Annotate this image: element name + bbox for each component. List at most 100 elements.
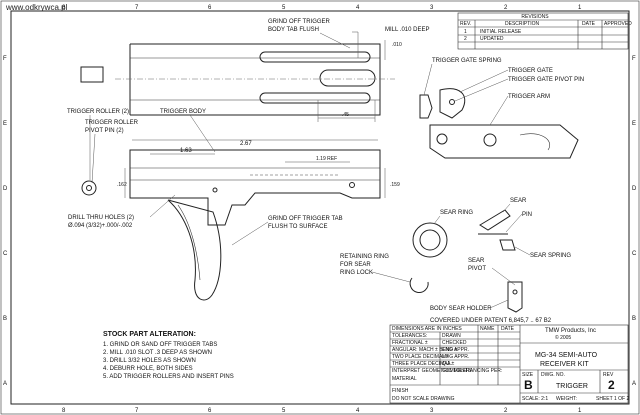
tb-col-name: NAME — [480, 326, 495, 332]
dim-163: 1.63 — [180, 148, 192, 154]
note-3: 3. DRILL 3/32 HOLES AS SHOWN — [103, 358, 196, 364]
callout-trigger-gate: TRIGGER GATE — [508, 68, 553, 74]
zone-right-f: F — [632, 56, 636, 62]
callout-body-sear-holder: BODY SEAR HOLDER — [430, 306, 492, 312]
zone-bottom-1: 1 — [578, 408, 582, 414]
callout-grind-top-2: BODY TAB FLUSH — [268, 27, 319, 33]
title-block: COVERED UNDER PATENT 6,845,7 .. 67 B2 NA… — [389, 318, 629, 404]
zone-bottom-4: 4 — [356, 408, 360, 414]
callout-grind-bottom-2: FLUSH TO SURFACE — [268, 224, 327, 230]
trigger-gate-spring — [419, 94, 433, 119]
callout-mill: MILL .010 DEEP — [385, 27, 429, 33]
callout-grind-top-1: GRIND OFF TRIGGER — [268, 19, 331, 25]
side-view-hole-right — [349, 182, 355, 188]
zone-top-6: 6 — [208, 5, 212, 11]
notes-title: STOCK PART ALTERATION: — [103, 331, 196, 338]
zone-right-c: C — [632, 251, 637, 257]
notes-block: STOCK PART ALTERATION: 1. GRIND OR SAND … — [103, 331, 234, 380]
scale-text: SCALE: 2:1 — [522, 396, 548, 402]
title-line-2: RECEIVER KIT — [540, 361, 589, 368]
callout-trigger-arm: TRIGGER ARM — [508, 94, 550, 100]
rev-row1-desc: INITIAL RELEASE — [480, 29, 522, 35]
zone-letters-right: F E D C B A — [632, 56, 637, 387]
callout-trigger-roller-pin-2: PIVOT PIN (2) — [85, 128, 124, 134]
zone-right-d: D — [632, 186, 637, 192]
weight-text: WEIGHT: — [556, 396, 577, 402]
callout-retaining-ring-3: RING LOCK — [340, 270, 373, 276]
trigger-top-slot-upper — [259, 51, 371, 63]
revisions-header: REVISIONS — [521, 14, 549, 20]
note-4: 4. DEBURR HOLE, BOTH SIDES — [103, 366, 193, 372]
zone-right-e: E — [632, 121, 636, 127]
note-5: 5. ADD TRIGGER ROLLERS AND INSERT PINS — [103, 374, 234, 380]
callout-trigger-roller: TRIGGER ROLLER (2) — [67, 109, 129, 115]
tb-row-7: INTERPRET GEOMETRIC TOLERANCING PER: — [392, 368, 502, 374]
zone-bottom-2: 2 — [504, 408, 508, 414]
title-line-1: MG-34 SEMI-AUTO — [535, 352, 598, 359]
trigger-roller — [81, 180, 97, 196]
zone-top-1: 1 — [578, 5, 582, 11]
tb-eng-appr: ENG APPR. — [442, 347, 469, 353]
trigger-top-slot-lower — [259, 92, 371, 104]
trigger-roller-pin — [86, 185, 92, 191]
rev-col-desc: DESCRIPTION — [505, 21, 540, 27]
zone-bottom-7: 7 — [135, 408, 139, 414]
sear-spring — [499, 239, 516, 251]
callout-trigger-body: TRIGGER BODY — [160, 109, 206, 115]
zone-left-e: E — [3, 121, 7, 127]
tb-row-4: ANGULAR: MACH ± BEND ± — [392, 347, 457, 353]
sear-part — [478, 209, 516, 251]
sear-ring-part — [412, 222, 448, 258]
sear-ring — [412, 222, 448, 258]
tb-checked: CHECKED — [442, 340, 467, 346]
watermark: www.odkrywca.pl — [6, 3, 68, 12]
zone-left-c: C — [3, 251, 8, 257]
tb-drawn: DRAWN — [442, 333, 461, 339]
callout-sear-pivot-1: SEAR — [468, 258, 485, 264]
dim-267: 2.67 — [240, 141, 252, 147]
sheet-text: SHEET 1 OF 2 — [596, 396, 629, 402]
zone-top-3: 3 — [430, 5, 434, 11]
revision-block: REVISIONS REV. DESCRIPTION DATE APPROVED… — [457, 12, 632, 50]
note-1: 1. GRIND OR SAND OFF TRIGGER TABS — [103, 342, 217, 348]
tb-row-9: FINISH — [392, 388, 409, 394]
note-2: 2. MILL .010 SLOT .3 DEEP AS SHOWN — [103, 350, 212, 356]
company-name: TMW Products, Inc — [545, 328, 596, 334]
zone-bottom-5: 5 — [282, 408, 286, 414]
patent-note: COVERED UNDER PATENT 6,845,7 .. 67 B2 — [430, 318, 552, 324]
zone-letters-left: F E D C B A — [3, 56, 8, 387]
zone-right-a: A — [632, 381, 636, 387]
tb-mfg-appr: MFG APPR. — [442, 354, 469, 360]
trigger-gate — [439, 88, 466, 119]
dim-119: 1.19 REF — [316, 156, 337, 162]
callout-trigger-gate-spring: TRIGGER GATE SPRING — [432, 58, 502, 64]
tb-row-10: DO NOT SCALE DRAWING — [392, 396, 455, 402]
sear — [479, 209, 511, 231]
rev-row1-rev: 1 — [464, 29, 467, 35]
rev-col-date: DATE — [582, 21, 596, 27]
tb-row-3: FRACTIONAL ± — [392, 340, 428, 346]
dim-010: .010 — [392, 42, 402, 48]
tb-row-2: TOLERANCES: — [392, 333, 427, 339]
zone-right-b: B — [632, 316, 636, 322]
rev-col-rev: REV. — [460, 21, 471, 27]
zone-bottom-6: 6 — [208, 408, 212, 414]
rev-label: REV — [603, 372, 614, 378]
zone-bottom-3: 3 — [430, 408, 434, 414]
zone-bottom-8: 8 — [62, 408, 66, 414]
trigger-gate-assembly — [419, 88, 579, 159]
callout-drill-1: DRILL THRU HOLES (2) — [68, 215, 134, 221]
callout-trigger-roller-pin-1: TRIGGER ROLLER — [85, 120, 139, 126]
zone-top-2: 2 — [504, 5, 508, 11]
dim-162: .162 — [117, 182, 127, 188]
zone-left-d: D — [3, 186, 8, 192]
tb-col-date: DATE — [501, 326, 515, 332]
tb-row-1: DIMENSIONS ARE IN INCHES — [392, 326, 462, 332]
rev-row2-desc: UPDATED — [480, 36, 504, 42]
dim-045: .45 — [342, 112, 349, 118]
body-sear-holder-part — [507, 281, 523, 313]
trigger-gate-pivot-pin — [449, 99, 455, 105]
callout-pin: PIN — [522, 212, 532, 218]
tb-row-5: TWO PLACE DECIMAL ± — [392, 354, 449, 360]
trigger-arm — [429, 124, 579, 159]
